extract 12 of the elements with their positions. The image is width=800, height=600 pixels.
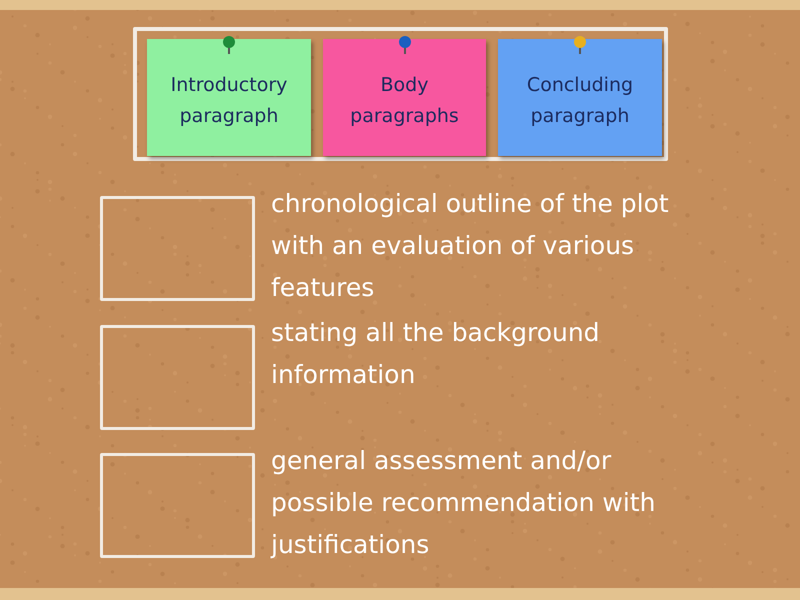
card-frame (133, 27, 668, 161)
answer-box (100, 196, 255, 301)
statement-text: general assessment and/or possible recommendation with justifications (271, 445, 656, 561)
note-label: Body paragraphs (349, 72, 460, 128)
answer-box (100, 453, 255, 558)
statement-text: stating all the background information (271, 317, 601, 391)
note-label: Introductory paragraph (170, 72, 288, 128)
sticky-note (498, 39, 662, 156)
sticky-note (323, 39, 486, 156)
note-label: Concluding paragraph (526, 72, 634, 128)
sticky-note (147, 39, 311, 156)
answer-box (100, 325, 255, 430)
